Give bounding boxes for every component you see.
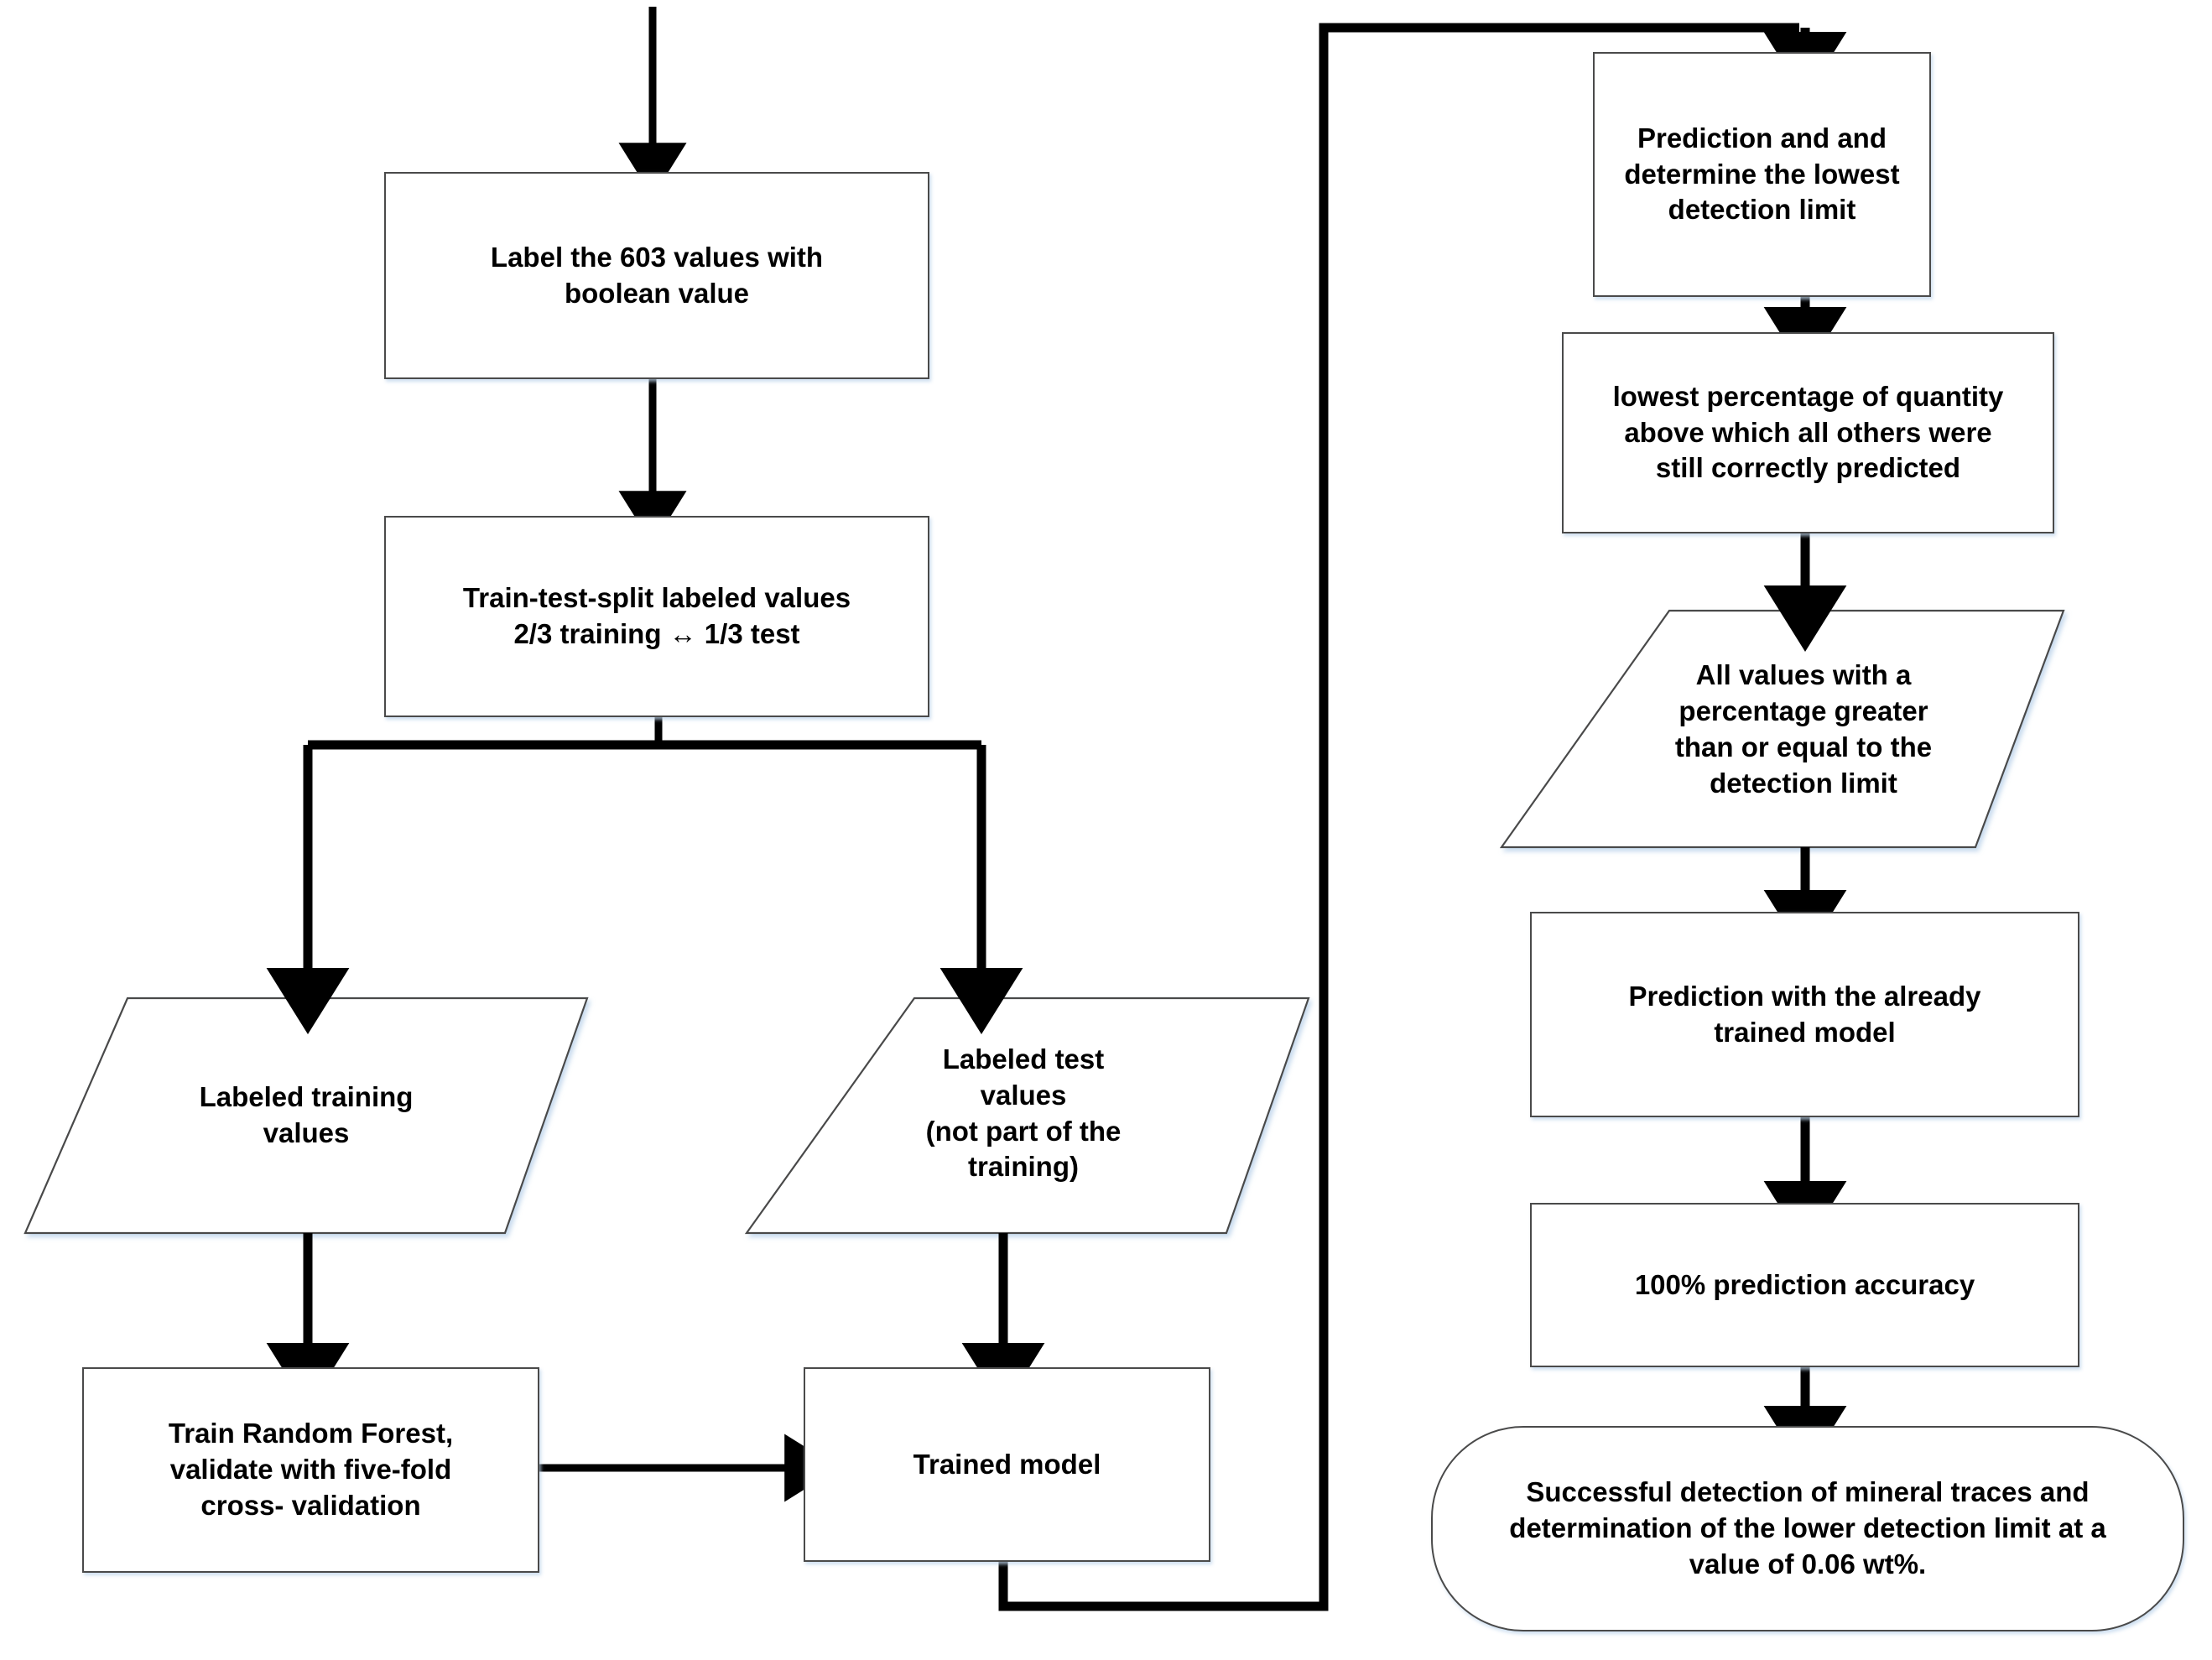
node-labeled-test-values-text: Labeled test values (not part of the tra…: [925, 1043, 1122, 1183]
node-train-test-split-text: Train-test-split labeled values 2/3 trai…: [462, 582, 851, 649]
node-train-test-split[interactable]: Train-test-split labeled values 2/3 trai…: [384, 516, 929, 717]
shape-labeled-test-values: [744, 997, 1310, 1235]
node-labeled-training-values-text: Labeled training values: [199, 1081, 414, 1148]
node-prediction-trained-model-text: Prediction with the already trained mode…: [1628, 980, 1981, 1048]
node-labeled-training-values[interactable]: Labeled training values: [92, 1015, 520, 1216]
node-prediction-detection-limit[interactable]: Prediction and and determine the lowest …: [1593, 52, 1931, 297]
node-all-values-above-limit[interactable]: All values with a percentage greater tha…: [1594, 617, 2013, 843]
node-label-values[interactable]: Label the 603 values with boolean value: [384, 172, 929, 379]
node-trained-model-text: Trained model: [913, 1448, 1101, 1480]
node-lowest-percentage[interactable]: lowest percentage of quantity above whic…: [1562, 332, 2054, 533]
node-conclusion[interactable]: Successful detection of mineral traces a…: [1431, 1426, 2184, 1631]
shape-all-values-above-limit: [1499, 609, 2065, 849]
node-lowest-percentage-text: lowest percentage of quantity above whic…: [1612, 380, 2004, 484]
node-train-random-forest[interactable]: Train Random Forest, validate with five-…: [82, 1367, 539, 1573]
node-prediction-detection-limit-text: Prediction and and determine the lowest …: [1624, 122, 1900, 226]
node-prediction-trained-model[interactable]: Prediction with the already trained mode…: [1530, 912, 2079, 1117]
node-labeled-test-values[interactable]: Labeled test values (not part of the tra…: [797, 1002, 1250, 1225]
node-trained-model[interactable]: Trained model: [804, 1367, 1210, 1562]
node-accuracy[interactable]: 100% prediction accuracy: [1530, 1203, 2079, 1367]
edge-split-fork: [266, 717, 1023, 1034]
node-label-values-text: Label the 603 values with boolean value: [490, 241, 824, 309]
node-train-random-forest-text: Train Random Forest, validate with five-…: [168, 1418, 454, 1521]
node-conclusion-text: Successful detection of mineral traces a…: [1509, 1476, 2106, 1579]
shape-labeled-training-values: [23, 997, 589, 1235]
node-all-values-above-limit-text: All values with a percentage greater tha…: [1674, 659, 1933, 799]
node-accuracy-text: 100% prediction accuracy: [1634, 1268, 1975, 1300]
edge-trained-model-to-prediction: [998, 23, 1847, 1611]
